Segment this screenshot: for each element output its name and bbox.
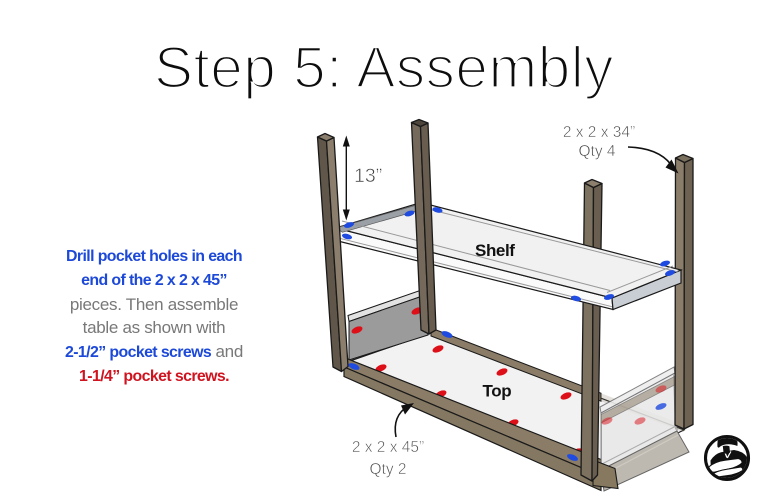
svg-text:Qty 2: Qty 2 <box>369 461 406 478</box>
svg-text:Qty 4: Qty 4 <box>578 143 615 160</box>
svg-text:2 x 2 x 34”: 2 x 2 x 34” <box>563 124 635 141</box>
svg-text:Top: Top <box>483 382 512 401</box>
svg-text:Shelf: Shelf <box>475 241 515 260</box>
svg-text:2 x 2 x 45”: 2 x 2 x 45” <box>352 439 424 456</box>
svg-text:Step 5: Assembly: Step 5: Assembly <box>154 36 614 101</box>
svg-text:13”: 13” <box>354 165 382 187</box>
